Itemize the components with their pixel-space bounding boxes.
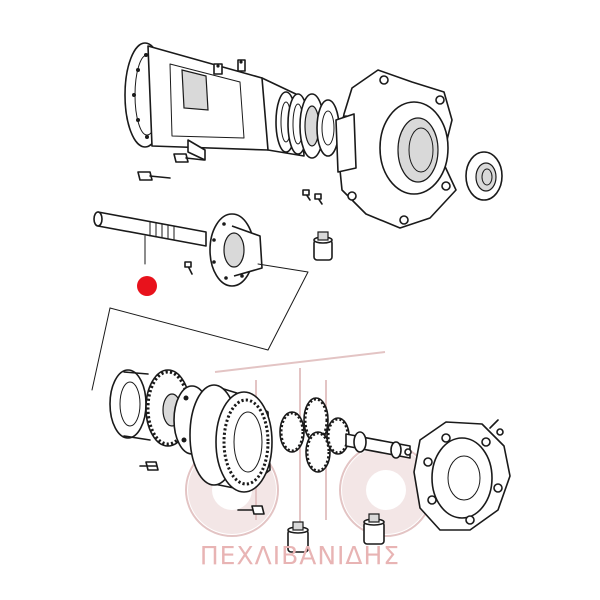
- watermark-brand-text: ΠΕΧΛΙΒΑΝΙΔΗΣ: [199, 541, 401, 570]
- bush-top: [313, 231, 333, 261]
- callout-frame: [91, 235, 309, 391]
- output-hub-studs: [489, 419, 504, 436]
- wheel-hub-spigot: [335, 113, 357, 173]
- watermark-frame: [214, 351, 386, 530]
- housing-top-studs: [213, 59, 246, 75]
- hex-bolt-1: [137, 171, 171, 181]
- output-hub: [413, 419, 511, 531]
- callout-bracket-top: [109, 307, 269, 351]
- bush-lower-right: [363, 513, 385, 545]
- callout-leader-right: [257, 263, 309, 351]
- ring-gear-face-right: [215, 391, 273, 493]
- planetary-carrier-cover: [109, 369, 151, 441]
- small-pin: [184, 261, 193, 275]
- axle-shaft: [93, 211, 207, 247]
- output-shaft-collar: [353, 431, 367, 453]
- shim-ring-stack: [275, 91, 340, 159]
- output-shaft: [345, 431, 412, 459]
- cover-plate: [109, 369, 147, 439]
- output-shaft-spacer: [390, 441, 402, 459]
- axle-shaft-splines: [149, 221, 175, 241]
- hex-bolt-2: [173, 153, 205, 163]
- top-assembly-bolts: [137, 153, 323, 205]
- planet-gears: [279, 397, 350, 473]
- housing-lower-lug: [187, 139, 206, 161]
- output-hub-face: [431, 437, 493, 519]
- small-screw-1: [302, 189, 311, 201]
- wheel-hub: [335, 69, 457, 229]
- axle-shaft-body: [97, 211, 207, 247]
- output-hub-holes: [423, 433, 503, 525]
- oil-seal: [465, 151, 503, 201]
- hex-bolt-4: [237, 505, 265, 515]
- bush-lower-left: [287, 521, 309, 553]
- callout-bracket-left: [91, 307, 111, 391]
- small-screw-2: [314, 193, 323, 205]
- planet-gear-3: [305, 431, 331, 473]
- lower-bolts: [139, 461, 265, 515]
- ring-gear-inner-teeth: [222, 398, 270, 486]
- axle-housing-trumpet: [124, 42, 305, 161]
- planet-gear-1: [279, 411, 305, 453]
- ring-gear: [189, 384, 273, 493]
- watermark-cog-right: [339, 443, 433, 537]
- hex-bolt-3: [139, 461, 159, 471]
- housing-boss: [181, 69, 209, 111]
- callout-marker[interactable]: [137, 276, 157, 296]
- drive-flange: [209, 213, 263, 287]
- housing-body: [147, 45, 269, 151]
- drive-flange-holes: [212, 222, 244, 280]
